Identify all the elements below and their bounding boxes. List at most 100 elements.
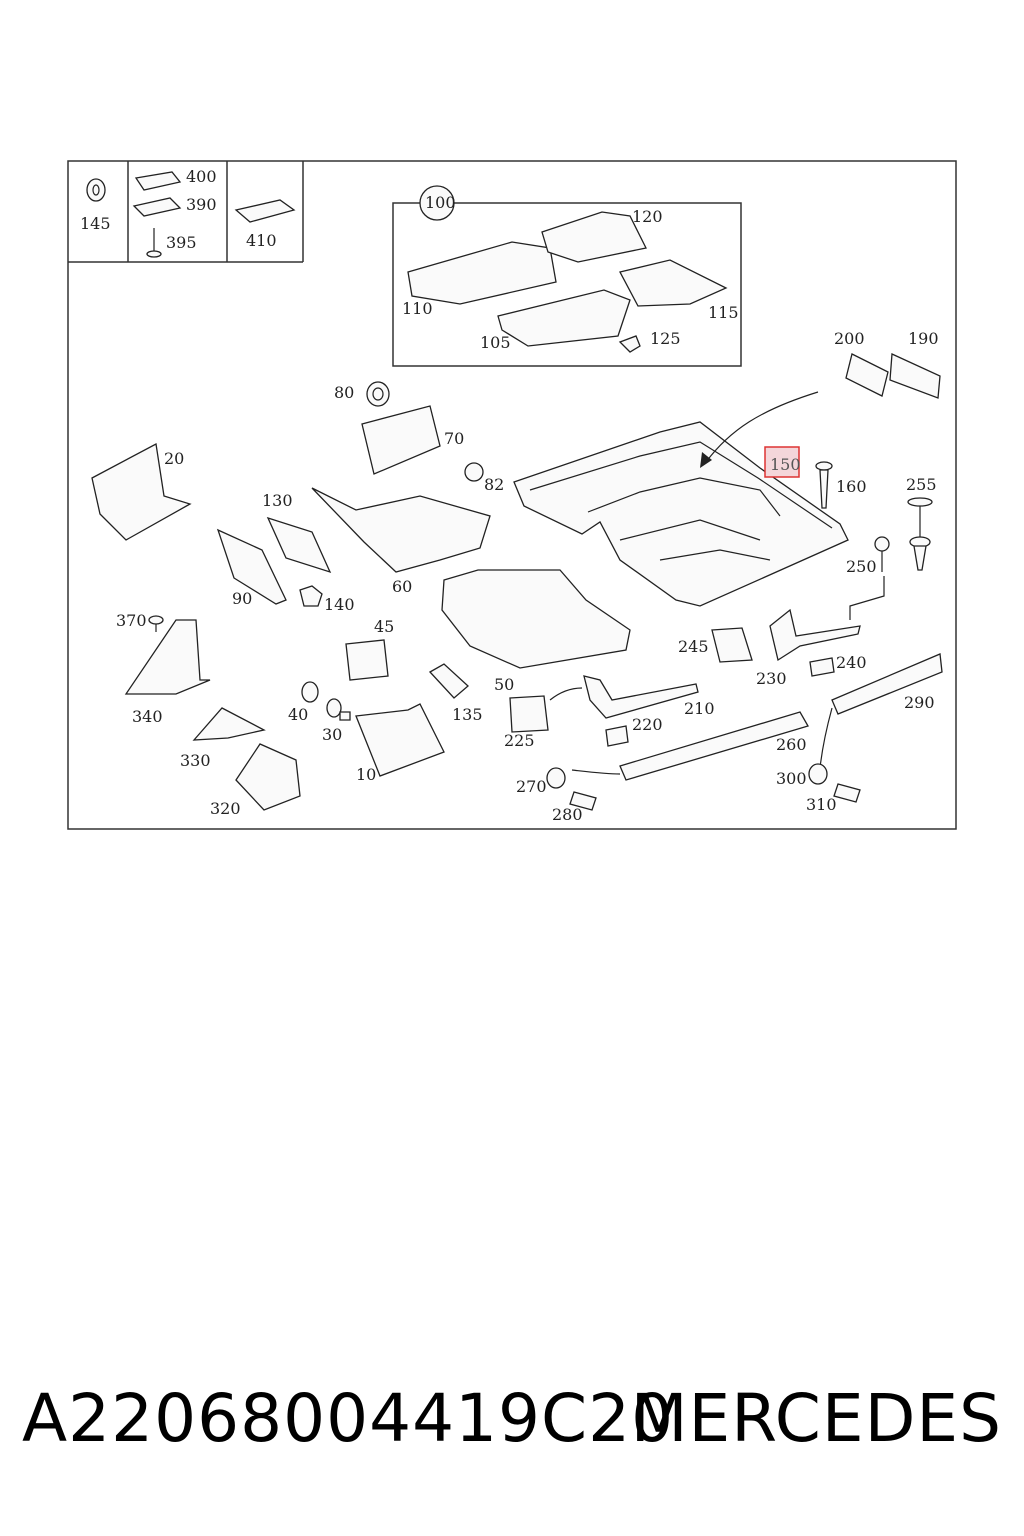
callout-110[interactable]: 110 <box>402 299 433 318</box>
callout-270[interactable]: 270 <box>516 777 547 796</box>
callout-400[interactable]: 400 <box>186 167 217 186</box>
callout-225[interactable]: 225 <box>504 731 535 750</box>
callout-130[interactable]: 130 <box>262 491 293 510</box>
callout-245[interactable]: 245 <box>678 637 709 656</box>
part-30[interactable] <box>326 698 351 721</box>
part-260-sill[interactable] <box>619 711 809 781</box>
part-140-nut[interactable] <box>299 585 323 607</box>
part-220[interactable] <box>605 725 629 747</box>
screw-250-icon[interactable] <box>874 536 890 572</box>
part-270[interactable] <box>546 767 566 789</box>
part-210[interactable] <box>583 675 699 719</box>
brand-name: MERCEDES <box>630 1380 1002 1457</box>
mat-rear-left[interactable] <box>497 289 631 347</box>
callout-370[interactable]: 370 <box>116 611 147 630</box>
callout-150[interactable]: 150 <box>770 455 801 474</box>
callout-150-highlight[interactable]: 150 <box>764 446 801 478</box>
callout-340[interactable]: 340 <box>132 707 163 726</box>
callout-255[interactable]: 255 <box>906 475 937 494</box>
part-tunnel-cover[interactable] <box>441 569 631 669</box>
part-70-net[interactable] <box>361 405 441 475</box>
part-280[interactable] <box>569 791 597 811</box>
callout-330[interactable]: 330 <box>180 751 211 770</box>
mat-clip[interactable] <box>618 335 641 353</box>
callout-260[interactable]: 260 <box>776 735 807 754</box>
part-40[interactable] <box>301 681 319 703</box>
callout-290[interactable]: 290 <box>904 693 935 712</box>
callout-30[interactable]: 30 <box>322 725 342 744</box>
callout-80[interactable]: 80 <box>334 383 354 402</box>
part-82[interactable] <box>464 462 484 482</box>
callout-50[interactable]: 50 <box>494 675 514 694</box>
part-340[interactable] <box>124 619 211 695</box>
callout-220[interactable]: 220 <box>632 715 663 734</box>
part-60[interactable] <box>311 487 491 573</box>
diagram-frame <box>67 160 957 830</box>
part-230[interactable] <box>769 608 861 662</box>
part-20[interactable] <box>91 442 192 541</box>
callout-250[interactable]: 250 <box>846 557 877 576</box>
floor-mats-group: 100 120 110 115 105 125 <box>392 185 742 367</box>
part-290[interactable] <box>831 653 943 715</box>
inset-panel: 145 400 390 395 410 <box>68 161 304 263</box>
callout-395[interactable]: 395 <box>166 233 197 252</box>
callout-240[interactable]: 240 <box>836 653 867 672</box>
part-240[interactable] <box>809 657 835 677</box>
callout-320[interactable]: 320 <box>210 799 241 818</box>
screw-icon[interactable] <box>146 228 162 258</box>
callout-20[interactable]: 20 <box>164 449 184 468</box>
callout-280[interactable]: 280 <box>552 805 583 824</box>
callout-145[interactable]: 145 <box>80 214 111 233</box>
floor-carpet[interactable] <box>513 421 849 607</box>
grommet-icon[interactable] <box>86 178 106 202</box>
callout-115[interactable]: 115 <box>708 303 739 322</box>
callout-200[interactable]: 200 <box>834 329 865 348</box>
callout-82[interactable]: 82 <box>484 475 504 494</box>
callout-140[interactable]: 140 <box>324 595 355 614</box>
arrow-to-carpet <box>705 391 819 463</box>
part-200[interactable] <box>845 353 889 397</box>
part-300[interactable] <box>808 763 828 785</box>
pad-icon[interactable] <box>134 171 182 191</box>
screw-370-icon[interactable] <box>148 615 164 632</box>
callout-120[interactable]: 120 <box>632 207 663 226</box>
mat-rear-right[interactable] <box>619 259 728 307</box>
part-225[interactable] <box>509 695 549 733</box>
callout-125[interactable]: 125 <box>650 329 681 348</box>
callout-10[interactable]: 10 <box>356 765 376 784</box>
part-10[interactable] <box>355 703 445 777</box>
callout-70[interactable]: 70 <box>444 429 464 448</box>
callout-60[interactable]: 60 <box>392 577 412 596</box>
part-135[interactable] <box>428 663 469 699</box>
callout-190[interactable]: 190 <box>908 329 939 348</box>
part-190[interactable] <box>889 353 941 399</box>
callout-40[interactable]: 40 <box>288 705 308 724</box>
part-90[interactable] <box>216 528 287 605</box>
part-310[interactable] <box>833 783 861 803</box>
callout-230[interactable]: 230 <box>756 669 787 688</box>
callout-410[interactable]: 410 <box>246 231 277 250</box>
block-icon[interactable] <box>234 199 296 223</box>
callout-310[interactable]: 310 <box>806 795 837 814</box>
callout-135[interactable]: 135 <box>452 705 483 724</box>
callout-45[interactable]: 45 <box>374 617 394 636</box>
rivet-255-icon[interactable] <box>907 497 933 571</box>
part-320[interactable] <box>235 743 301 811</box>
plate-icon[interactable] <box>132 197 182 217</box>
screw-160-icon[interactable] <box>815 461 833 509</box>
callout-105[interactable]: 105 <box>480 333 511 352</box>
callout-90[interactable]: 90 <box>232 589 252 608</box>
part-45-clip[interactable] <box>345 639 389 681</box>
mat-front-right[interactable] <box>541 211 647 263</box>
callout-210[interactable]: 210 <box>684 699 715 718</box>
callout-160[interactable]: 160 <box>836 477 867 496</box>
part-80[interactable] <box>366 381 390 407</box>
part-245[interactable] <box>711 627 753 663</box>
part-330[interactable] <box>192 707 266 741</box>
callout-390[interactable]: 390 <box>186 195 217 214</box>
part-130[interactable] <box>266 516 332 574</box>
mat-front-left[interactable] <box>407 241 557 305</box>
part-number: A22068004419C20 <box>22 1380 675 1457</box>
callout-300[interactable]: 300 <box>776 769 807 788</box>
callout-100[interactable]: 100 <box>425 193 456 212</box>
